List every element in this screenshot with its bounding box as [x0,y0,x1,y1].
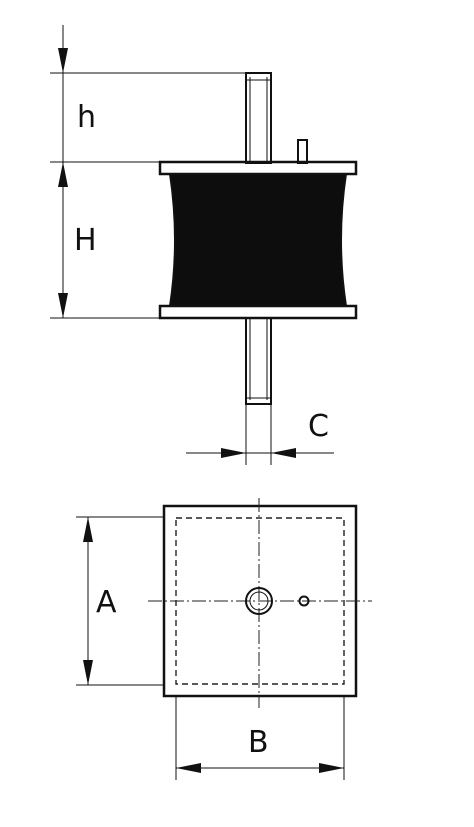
label-A: A [96,585,117,620]
top-stud [245,72,272,164]
label-H: H [74,223,97,258]
arrow-b-left [176,763,201,773]
arrow-b-right [319,763,344,773]
arrow-H-bottom [58,293,68,318]
bottom-stud [245,317,272,405]
side-view: h H C [50,25,358,465]
pin-hole [298,595,310,607]
rubber-body [168,173,348,307]
locating-pin [297,139,308,164]
label-C: C [308,409,329,444]
label-h: h [77,100,96,135]
bottom-plate [158,304,358,320]
label-B: B [248,725,269,760]
arrow-a-top [83,517,93,542]
arrow-H-top [58,162,68,187]
arrow-h-top [58,48,68,73]
center-stud-inner [249,591,269,611]
arrow-a-bottom [83,660,93,685]
arrow-c-right [271,448,296,458]
top-view: A B [76,498,372,780]
center-stud-outer [245,587,273,615]
arrow-c-left [221,448,246,458]
